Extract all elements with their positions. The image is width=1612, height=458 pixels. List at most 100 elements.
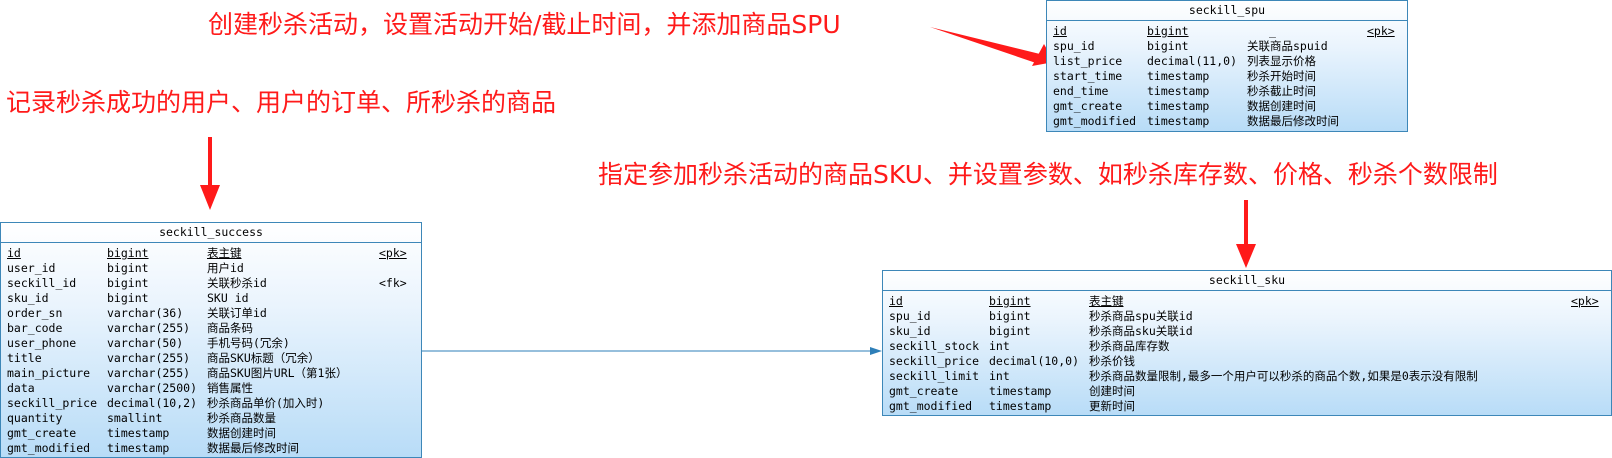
column-comment: SKU id [207,291,249,305]
column-type: bigint [107,291,149,305]
column-name: gmt_modified [1053,114,1137,128]
column-comment: 商品SKU图片URL（第1张） [207,366,348,380]
column-type: int [989,339,1010,353]
column-name: quantity [7,411,63,425]
column-name: main_picture [7,366,91,380]
column-comment: 数据最后修改时间 [207,441,299,455]
table-row: gmt_create timestamp 创建时间 [883,384,1611,399]
column-name: seckill_stock [889,339,980,353]
column-comment: 秒杀商品数量限制,最多一个用户可以秒杀的商品个数,如果是0表示没有限制 [1089,369,1478,383]
column-name: title [7,351,42,365]
column-comment: 创建时间 [1089,384,1135,398]
column-type: bigint [989,294,1031,308]
column-type: bigint [989,324,1031,338]
table-row: sku_id bigint 秒杀商品sku关联id [883,324,1611,339]
column-key: <pk> [1367,24,1395,38]
column-type: bigint [989,309,1031,323]
table-title: seckill_success [1,223,421,243]
header-extra-mark: _ [1269,24,1276,38]
column-name: sku_id [889,324,931,338]
column-type: timestamp [107,441,170,455]
column-comment: 列表显示价格 [1247,54,1316,68]
column-name: gmt_create [889,384,959,398]
column-name: start_time [1053,69,1123,83]
table-row: bar_code varchar(255) 商品条码 [1,321,421,336]
column-name: id [1053,24,1067,38]
annotation-seckill-success: 记录秒杀成功的用户、用户的订单、所秒杀的商品 [6,88,557,117]
column-comment: 秒杀商品spu关联id [1089,309,1193,323]
column-type: smallint [107,411,163,425]
column-comment: 秒杀商品库存数 [1089,339,1170,353]
annotation-seckill-spu: 创建秒杀活动，设置活动开始/截止时间，并添加商品SPU [208,10,841,39]
column-name: gmt_create [7,426,77,440]
column-comment: 表主键 [1089,294,1124,308]
column-comment: 商品SKU标题（冗余） [207,351,320,365]
column-name: gmt_create [1053,99,1123,113]
column-comment: 数据创建时间 [207,426,276,440]
arrow-to-seckill-sku [1236,200,1256,268]
column-comment: 秒杀截止时间 [1247,84,1316,98]
column-name: id [889,294,903,308]
column-name: seckill_price [889,354,980,368]
column-name: seckill_limit [889,369,980,383]
column-type: bigint [107,261,149,275]
column-type: timestamp [1147,99,1210,113]
column-comment: 秒杀开始时间 [1247,69,1316,83]
column-type: varchar(255) [107,321,191,335]
column-comment: 关联秒杀id [207,276,267,290]
column-key: <pk> [379,246,407,260]
column-comment: 秒杀商品单价(加入时) [207,396,325,410]
table-title: seckill_sku [883,271,1611,291]
column-name: data [7,381,35,395]
column-type: timestamp [1147,69,1210,83]
column-type: varchar(2500) [107,381,198,395]
column-name: seckill_price [7,396,98,410]
column-type: bigint [107,276,149,290]
table-row: id bigint 表主键 <pk> [883,294,1611,309]
column-type: decimal(10,0) [989,354,1080,368]
arrow-to-seckill-success [200,137,220,210]
column-name: gmt_modified [889,399,973,413]
column-comment: 商品条码 [207,321,253,335]
column-name: seckill_id [7,276,77,290]
column-name: user_id [7,261,56,275]
column-comment: 更新时间 [1089,399,1135,413]
column-comment: 数据创建时间 [1247,99,1316,113]
column-comment: 秒杀商品sku关联id [1089,324,1193,338]
column-name: id [7,246,21,260]
annotation-seckill-sku: 指定参加秒杀活动的商品SKU、并设置参数、如秒杀库存数、价格、秒杀个数限制 [598,160,1498,189]
column-comment: 销售属性 [207,381,253,395]
column-name: bar_code [7,321,63,335]
column-name: user_phone [7,336,77,350]
column-comment: 表主键 [207,246,242,260]
column-type: timestamp [989,384,1052,398]
column-type: varchar(36) [107,306,184,320]
column-type: varchar(255) [107,351,191,365]
column-key: <fk> [379,276,407,290]
table-title: seckill_spu [1047,1,1407,21]
column-type: timestamp [1147,114,1210,128]
column-comment: 用户id [207,261,244,275]
arrow-to-seckill-spu [930,27,1054,66]
column-key: <pk> [1571,294,1599,308]
table-row: seckill_stock int 秒杀商品库存数 [883,339,1611,354]
relation-connector [421,347,882,355]
column-name: gmt_modified [7,441,91,455]
